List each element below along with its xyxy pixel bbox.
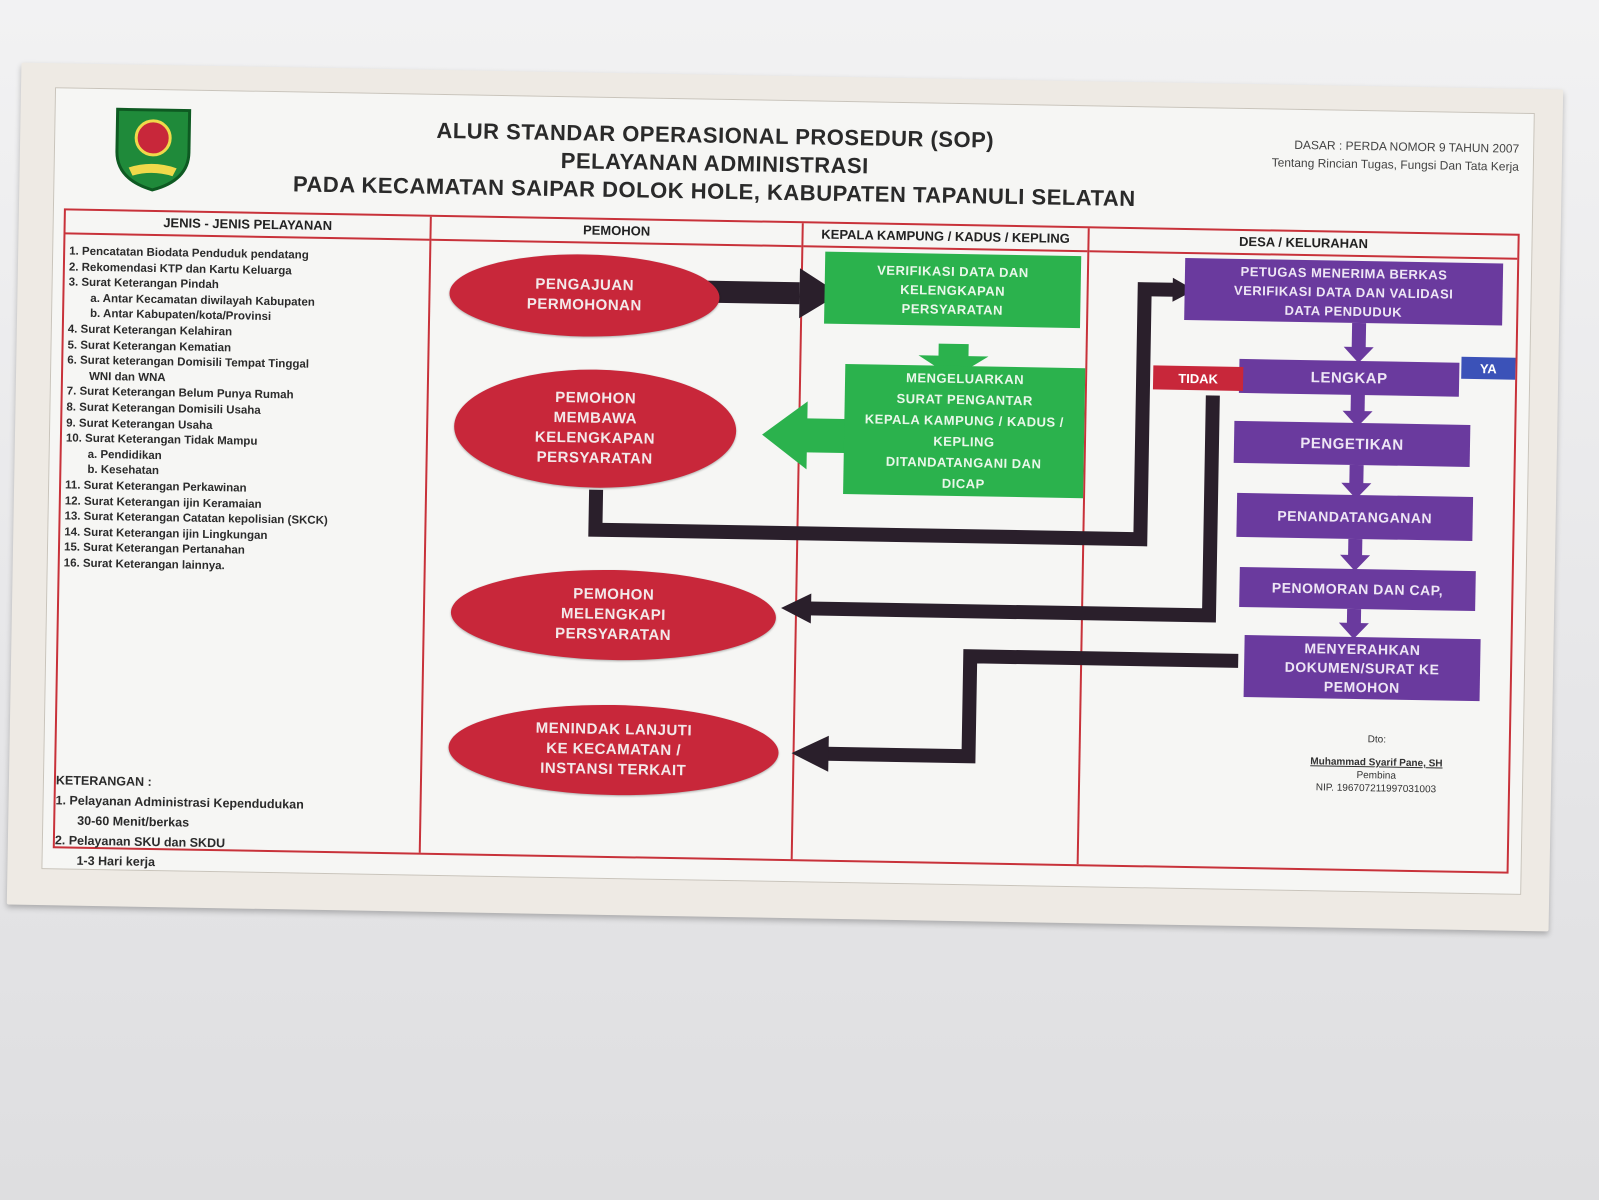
arrow-incomplete-to-complete-docs	[808, 395, 1220, 623]
step-receive-files: PETUGAS MENERIMA BERKAS VERIFIKASI DATA …	[1184, 257, 1504, 326]
step-deliver-document: MENYERAHKAN DOKUMEN/SURAT KE PEMOHON	[1243, 635, 1481, 702]
arrow-bring-to-desa	[588, 282, 1175, 547]
arrow-verify-to-issue	[918, 343, 989, 378]
step-label: MENINDAK LANJUTI KE KECAMATAN / INSTANSI…	[535, 719, 693, 780]
step-verify-data: VERIFIKASI DATA DAN KELENGKAPAN PERSYARA…	[824, 251, 1082, 329]
step-label: PETUGAS MENERIMA BERKAS VERIFIKASI DATA …	[1233, 263, 1454, 320]
step-label: PEMOHON MEMBAWA KELENGKAPAN PERSYARATAN	[534, 388, 656, 468]
flow-arrows	[588, 268, 1374, 772]
arrow-number-to-deliver-head	[1338, 622, 1369, 639]
regency-emblem-icon	[115, 107, 192, 192]
legal-basis: DASAR : PERDA NOMOR 9 TAHUN 2007 Tentang…	[1209, 134, 1520, 175]
step-label: PENGAJUAN PERMOHONAN	[526, 275, 642, 315]
arrow-complete-to-type-head	[1342, 410, 1373, 427]
tidak-tag: TIDAK	[1152, 365, 1244, 391]
arrow-submit-to-verify	[704, 280, 800, 305]
step-label: LENGKAP	[1310, 368, 1388, 387]
arrow-submit-to-verify-head	[799, 268, 840, 319]
signature-dto: Dto:	[1367, 734, 1387, 746]
step-label: VERIFIKASI DATA DAN KELENGKAPAN PERSYARA…	[877, 262, 1029, 318]
ya-tag: YA	[1461, 356, 1516, 380]
arrow-sign-to-number-head	[1340, 554, 1371, 571]
step-numbering-stamp: PENOMORAN DAN CAP,	[1239, 566, 1476, 612]
step-complete: LENGKAP	[1238, 358, 1460, 397]
step-label: PENGETIKAN	[1300, 434, 1404, 454]
arrow-issue-to-bring	[762, 401, 853, 470]
step-issue-cover-letter: MENGELUARKAN SURAT PENGANTAR KEPALA KAMP…	[843, 364, 1086, 499]
step-label: PENOMORAN DAN CAP,	[1271, 579, 1444, 599]
arrow-deliver-to-follow-up-head	[791, 735, 829, 772]
sop-title: ALUR STANDAR OPERASIONAL PROSEDUR (SOP) …	[254, 114, 1175, 214]
sop-board: ALUR STANDAR OPERASIONAL PROSEDUR (SOP) …	[6, 62, 1564, 932]
arrow-bring-to-desa-head	[1172, 277, 1195, 302]
step-typing: PENGETIKAN	[1233, 420, 1471, 467]
step-label: MENGELUARKAN SURAT PENGANTAR KEPALA KAMP…	[864, 370, 1065, 492]
step-signing: PENANDATANGANAN	[1236, 492, 1474, 542]
signature-block: Dto: Muhammad Syarif Pane, SH Pembina NI…	[1286, 732, 1467, 797]
step-label: MENYERAHKAN DOKUMEN/SURAT KE PEMOHON	[1284, 639, 1440, 696]
arrow-deliver-to-follow-up	[826, 649, 1239, 764]
arrow-type-to-sign-head	[1341, 482, 1372, 499]
sop-flow-table: JENIS - JENIS PELAYANAN PEMOHON KEPALA K…	[52, 208, 1520, 874]
arrow-receive-to-complete-head	[1343, 346, 1374, 363]
step-label: PENANDATANGANAN	[1277, 507, 1433, 527]
step-label: PEMOHON MELENGKAPI PERSYARATAN	[554, 585, 672, 645]
arrow-incomplete-to-complete-docs-head	[781, 593, 812, 624]
sop-poster: ALUR STANDAR OPERASIONAL PROSEDUR (SOP) …	[41, 87, 1535, 895]
